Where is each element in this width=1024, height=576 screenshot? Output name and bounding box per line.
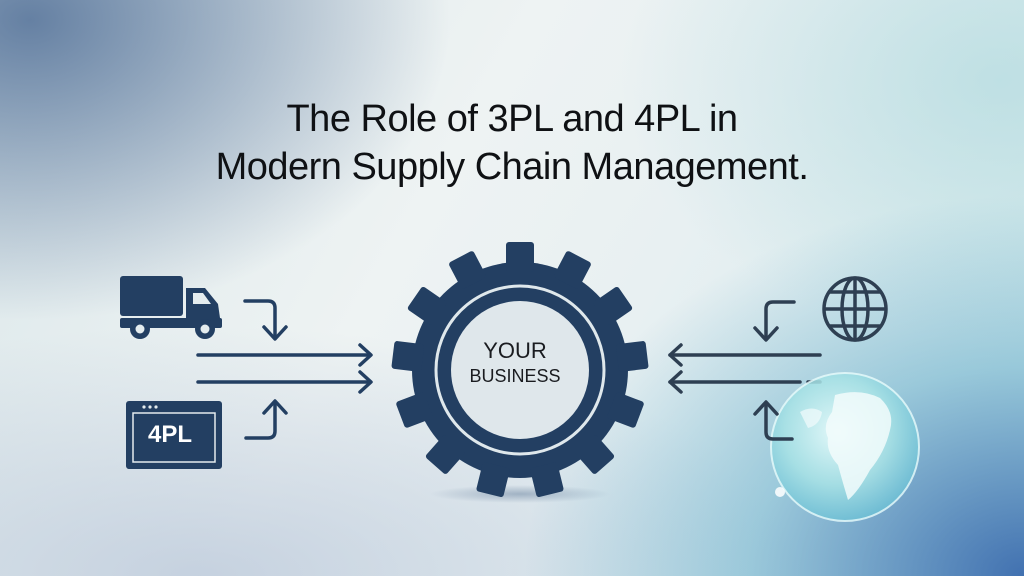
earth-globe-image	[770, 372, 920, 522]
gear-label-line-1: YOUR	[483, 338, 547, 363]
truck-icon	[120, 276, 222, 339]
gear-shadow	[430, 485, 610, 503]
title-line-1: The Role of 3PL and 4PL in	[286, 98, 738, 140]
gear-icon	[391, 242, 649, 498]
arrow-down-icon	[753, 300, 796, 342]
arrow-down-icon	[243, 299, 288, 341]
left-arrows	[668, 343, 822, 394]
globe-icon	[822, 276, 888, 342]
right-arrows	[196, 343, 373, 394]
page-title: The Role of 3PL and 4PL in Modern Supply…	[0, 95, 1024, 191]
arrow-up-icon	[753, 400, 794, 441]
arrow-up-icon	[244, 399, 288, 440]
4pl-label: 4PL	[147, 421, 192, 448]
title-line-2: Modern Supply Chain Management.	[215, 146, 809, 188]
your-business-label: YOUR BUSINESS	[440, 338, 590, 388]
gear-label-line-2: BUSINESS	[469, 366, 561, 386]
browser-window-icon	[126, 401, 222, 469]
